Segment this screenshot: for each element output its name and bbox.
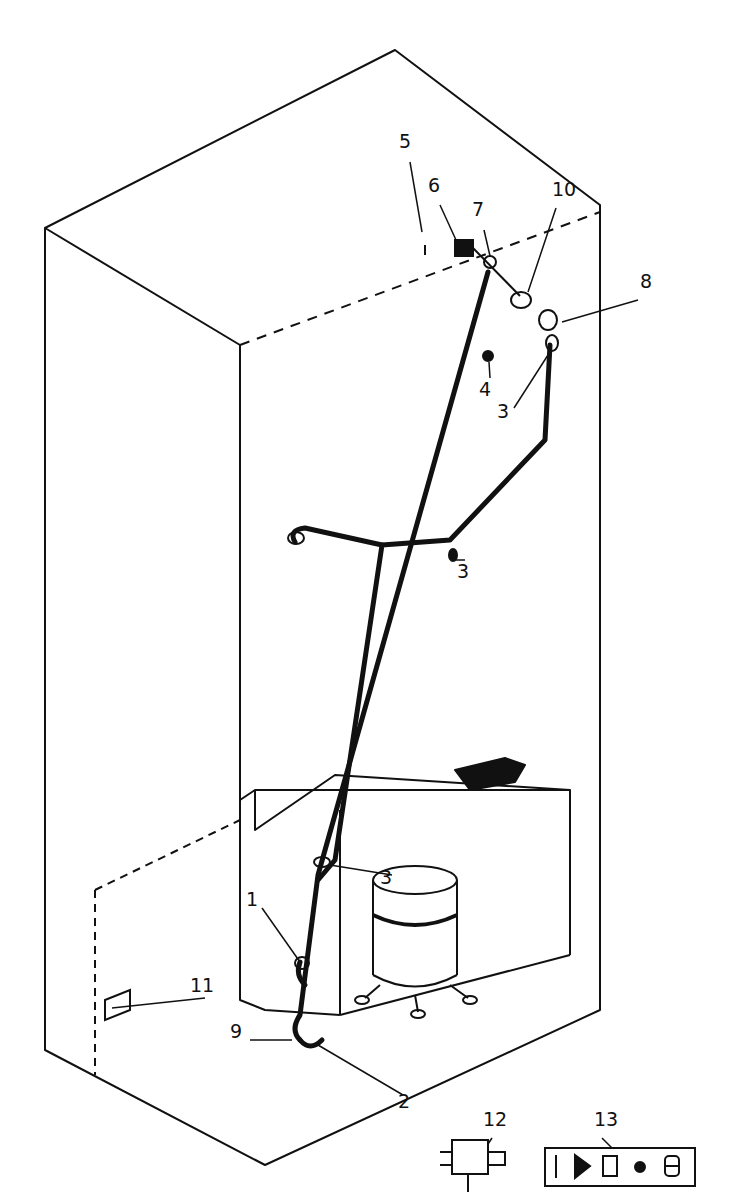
callout-number: 13 <box>594 1110 618 1129</box>
callout-number: 10 <box>552 180 576 199</box>
callout-number: 6 <box>428 176 440 195</box>
callout-number: 9 <box>230 1022 242 1041</box>
callout-number: 3 <box>497 402 509 421</box>
callout-number: 3 <box>457 562 469 581</box>
callout-number: 4 <box>479 380 491 399</box>
callout-number: 1 <box>246 890 258 909</box>
callout-number: 2 <box>398 1092 410 1111</box>
callout-number: 11 <box>190 976 214 995</box>
callout-number: 5 <box>399 132 411 151</box>
callout-number: 7 <box>472 200 484 219</box>
callout-number: 3 <box>380 868 392 887</box>
callout-number: 8 <box>640 272 652 291</box>
callout-number: 12 <box>483 1110 507 1129</box>
